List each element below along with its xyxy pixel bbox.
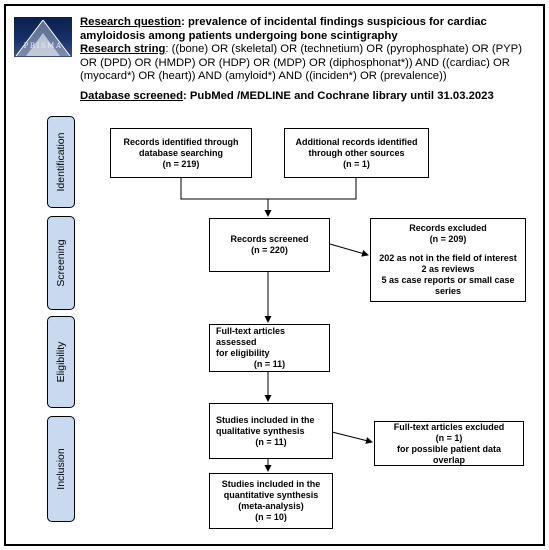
arrow-additional-to-screened [268, 178, 357, 200]
box-records-excluded-count: (n = 209) [429, 234, 467, 244]
box-records-excluded-title: Records excluded [409, 223, 487, 233]
stage-identification: Identification [47, 116, 75, 208]
box-additional-records-line1: Additional records identified [295, 136, 418, 147]
database-text: : PubMed /MEDLINE and Cochrane library u… [183, 89, 494, 102]
research-question-text: : prevalence of incidental findings susp… [80, 16, 487, 42]
box-quantitative-count: (n = 10) [255, 512, 287, 522]
box-fulltext-assessed-line2: for eligibility [216, 348, 270, 358]
box-records-identified: Records identified through database sear… [110, 128, 252, 178]
prisma-logo-text: PRISMA [23, 42, 63, 50]
box-fulltext-excluded: Full-text articles excluded (n = 1) for … [374, 421, 524, 466]
prisma-logo-graphic [15, 19, 71, 57]
database-label: Database screened [80, 89, 183, 102]
box-additional-records-count: (n = 1) [343, 158, 370, 169]
stage-inclusion: Inclusion [47, 416, 75, 522]
box-quantitative: Studies included in the quantitative syn… [209, 473, 333, 529]
box-qualitative-line2: qualitative synthesis [216, 425, 305, 436]
arrow-identified-to-screened [180, 178, 272, 217]
header-block: Research question: prevalence of inciden… [80, 16, 542, 103]
box-fulltext-excluded-reason: for possible patient data overlap [396, 443, 501, 465]
box-qualitative-count: (n = 11) [255, 436, 287, 447]
stage-eligibility: Eligibility [47, 316, 75, 408]
box-quantitative-line2: quantitative synthesis [223, 490, 319, 500]
box-fulltext-assessed: Full-text articles assessed for eligibil… [209, 324, 330, 372]
research-string-label: Research string [80, 43, 166, 55]
box-fulltext-excluded-count: (n = 1) [435, 432, 463, 443]
research-question-label: Research question [80, 16, 182, 28]
research-string-text: : ((bone) OR (skeletal) OR (technetium) … [80, 43, 522, 82]
flow-arrows [180, 178, 373, 472]
box-records-excluded-reason3: 5 as case reports or small case series [381, 275, 515, 296]
box-qualitative-line1: Studies included in the [216, 414, 315, 425]
box-records-screened-line1: Records screened [230, 234, 309, 244]
box-additional-records-line2: through other sources [308, 147, 405, 158]
box-quantitative-line1: Studies included in the [221, 479, 321, 489]
box-records-excluded: Records excluded (n = 209) 202 as not in… [370, 218, 526, 302]
box-records-identified-line2: database searching [138, 147, 224, 158]
box-qualitative: Studies included in the qualitative synt… [209, 403, 333, 459]
box-additional-records: Additional records identified through ot… [284, 128, 429, 178]
box-records-excluded-reason1: 202 as not in the field of interest [379, 253, 517, 263]
box-records-identified-line1: Records identified through [123, 136, 239, 147]
box-quantitative-line3: (meta-analysis) [238, 501, 304, 511]
box-fulltext-excluded-title: Full-text articles excluded [393, 421, 505, 432]
stage-screening: Screening [47, 216, 75, 310]
database-screened: Database screened: PubMed /MEDLINE and C… [80, 90, 542, 104]
box-fulltext-assessed-count: (n = 11) [253, 359, 286, 369]
arrow-qualitative-to-excluded [331, 431, 373, 444]
box-fulltext-assessed-line1: Full-text articles assessed [216, 326, 286, 347]
prisma-frame: PRISMA Research question: prevalence of … [4, 4, 545, 546]
box-records-screened: Records screened (n = 220) [209, 218, 330, 272]
prisma-logo: PRISMA [14, 17, 72, 57]
box-records-excluded-reason2: 2 as reviews [421, 264, 475, 274]
box-records-identified-count: (n = 219) [162, 158, 200, 169]
arrow-screened-to-excluded [329, 243, 369, 257]
box-records-screened-count: (n = 220) [251, 245, 288, 255]
research-string: Research string: ((bone) OR (skeletal) O… [80, 43, 542, 84]
research-question: Research question: prevalence of inciden… [80, 16, 542, 43]
